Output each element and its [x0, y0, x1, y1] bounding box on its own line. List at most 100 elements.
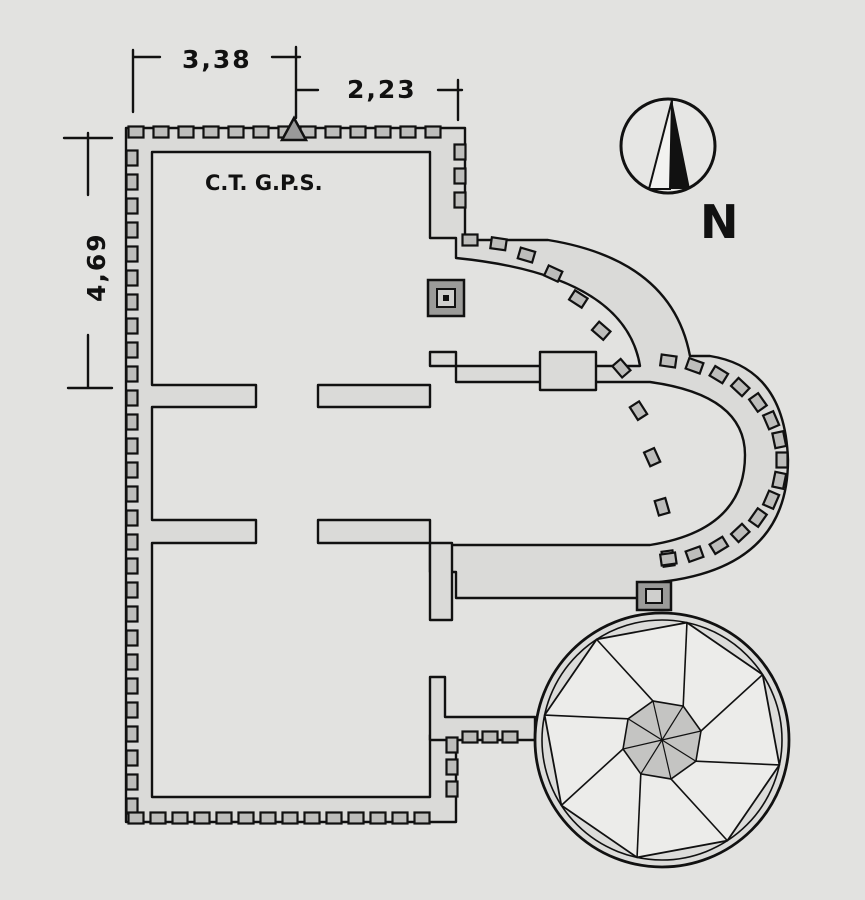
tower-rib: [695, 760, 780, 766]
masonry-block: [303, 811, 321, 825]
masonry-block: [125, 797, 139, 815]
dimension-top: [131, 45, 464, 122]
masonry-block: [125, 725, 139, 743]
masonry-block: [152, 125, 170, 139]
dimension-top-left-label: 3,38: [182, 45, 252, 74]
masonry-block: [281, 811, 299, 825]
masonry-block: [775, 451, 789, 469]
north-compass-icon: [619, 97, 717, 195]
masonry-block: [125, 605, 139, 623]
masonry-block: [642, 446, 662, 468]
masonry-block: [399, 125, 417, 139]
masonry-block: [125, 269, 139, 287]
tower-core-line: [622, 739, 663, 750]
masonry-block: [125, 485, 139, 503]
survey-marker-icon: [279, 115, 309, 142]
masonry-block: [125, 413, 139, 431]
masonry-block: [445, 758, 459, 776]
masonry-block: [125, 677, 139, 695]
masonry-block: [125, 509, 139, 527]
tower-rib: [700, 674, 764, 732]
station-label: C.T. G.P.S.: [205, 171, 323, 195]
masonry-block: [453, 143, 467, 161]
masonry-block: [237, 811, 255, 825]
masonry-block: [567, 288, 590, 310]
masonry-block: [708, 364, 730, 385]
masonry-block: [684, 545, 705, 564]
masonry-block: [125, 389, 139, 407]
masonry-block: [658, 551, 678, 567]
masonry-block: [227, 125, 245, 139]
north-letter: N: [700, 195, 739, 249]
masonry-block: [252, 125, 270, 139]
masonry-block: [453, 167, 467, 185]
masonry-block: [347, 811, 365, 825]
masonry-block: [259, 811, 277, 825]
masonry-block: [177, 125, 195, 139]
octagonal-tower: [533, 611, 791, 869]
masonry-block: [125, 533, 139, 551]
masonry-block: [324, 125, 342, 139]
tower-rib: [560, 748, 624, 806]
dimension-top-right-label: 2,23: [347, 75, 417, 104]
tower-rib: [636, 773, 642, 858]
building-plan: [124, 126, 790, 824]
masonry-block: [747, 391, 769, 414]
masonry-block: [461, 730, 479, 744]
masonry-block: [747, 506, 769, 529]
masonry-block: [374, 125, 392, 139]
masonry-block: [729, 522, 752, 544]
masonry-block: [125, 653, 139, 671]
masonry-block: [684, 356, 705, 375]
masonry-block: [653, 496, 671, 517]
dimension-left-label: 4,69: [82, 232, 111, 302]
tower-core-line: [661, 739, 697, 762]
tower-core-line: [652, 700, 663, 741]
masonry-block: [413, 811, 431, 825]
masonry-block: [516, 246, 537, 264]
tower-rib: [682, 622, 688, 707]
masonry-block: [453, 191, 467, 209]
tower-rib: [670, 778, 728, 842]
masonry-block: [125, 317, 139, 335]
masonry-block: [325, 811, 343, 825]
masonry-block: [125, 701, 139, 719]
masonry-block: [771, 429, 788, 450]
masonry-block: [125, 629, 139, 647]
benchmark-square-icon: [426, 278, 466, 318]
masonry-block: [771, 470, 788, 491]
masonry-block: [125, 437, 139, 455]
masonry-block: [125, 293, 139, 311]
masonry-block: [125, 773, 139, 791]
masonry-block: [125, 749, 139, 767]
masonry-block: [349, 125, 367, 139]
masonry-block: [125, 221, 139, 239]
masonry-block: [461, 233, 479, 247]
masonry-block: [127, 125, 145, 139]
masonry-block: [125, 557, 139, 575]
masonry-block: [445, 780, 459, 798]
masonry-block: [489, 236, 508, 252]
masonry-block: [590, 320, 613, 342]
masonry-block: [424, 125, 442, 139]
masonry-block: [761, 489, 781, 511]
tower-core-line: [661, 739, 672, 780]
dimension-left: [62, 131, 114, 390]
masonry-block: [708, 535, 730, 556]
masonry-block: [125, 341, 139, 359]
masonry-block: [193, 811, 211, 825]
masonry-block: [127, 811, 145, 825]
tower-inner-ring: [541, 619, 783, 861]
masonry-block: [542, 264, 564, 284]
masonry-block: [369, 811, 387, 825]
masonry-block: [215, 811, 233, 825]
masonry-block: [125, 173, 139, 191]
tower-rib: [544, 714, 629, 720]
tower-rib: [596, 638, 654, 702]
masonry-block: [628, 399, 649, 422]
masonry-block: [149, 811, 167, 825]
tower-core-line: [640, 739, 663, 775]
masonry-block: [171, 811, 189, 825]
tower-core-line: [661, 705, 684, 741]
